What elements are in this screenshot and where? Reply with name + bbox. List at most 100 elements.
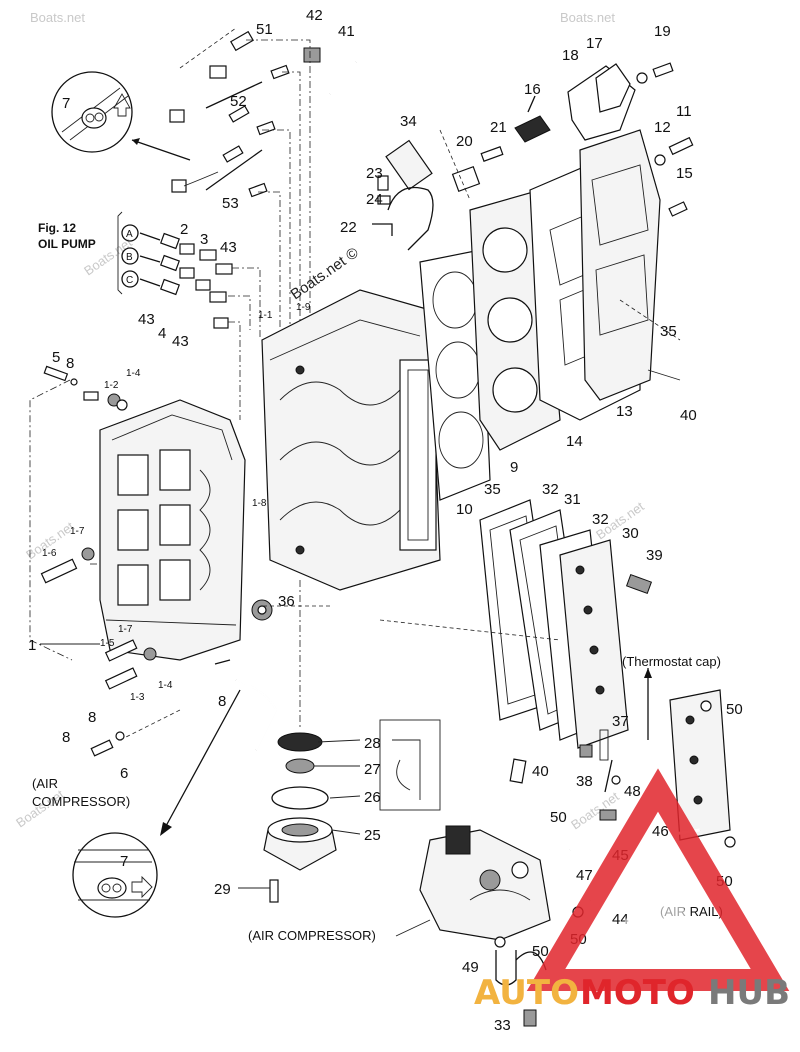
oil-line-a: A	[126, 229, 133, 240]
callout: 1	[28, 637, 36, 654]
callout: 16	[524, 81, 541, 98]
callout: 1-5	[100, 638, 115, 649]
callout: 7	[120, 853, 128, 870]
cylinder-block	[261, 289, 441, 591]
callout: 1-6	[42, 548, 57, 559]
callout: 50	[726, 701, 743, 718]
crankcase-bolts	[29, 365, 181, 757]
watermark: Boats.net	[30, 10, 85, 25]
watermark: Boats.net	[560, 10, 615, 25]
thermostat-cap-label: (Thermostat cap)	[622, 654, 721, 669]
oil-line-b: B	[126, 252, 133, 263]
callout: 15	[676, 165, 693, 182]
callout: 40	[532, 763, 549, 780]
thermostat-parts	[514, 62, 694, 217]
seal-36	[214, 599, 278, 751]
callout: 17	[586, 35, 603, 52]
callout: 4	[158, 325, 166, 342]
callout: 1-3	[130, 692, 145, 703]
oil-line-c: C	[126, 275, 133, 286]
sensor-parts	[372, 139, 504, 251]
callout: 41	[338, 23, 355, 40]
callout: 5	[52, 349, 60, 366]
callout: 51	[256, 21, 273, 38]
logo-text-hub: HUB	[708, 973, 790, 1013]
callout: 23	[366, 165, 383, 182]
callout: 8	[62, 729, 70, 746]
callout: 1-9	[296, 302, 311, 313]
callout: 31	[564, 491, 581, 508]
callout: 33	[494, 1017, 511, 1034]
callout: 11	[676, 103, 692, 120]
callout: 43	[138, 311, 155, 328]
callout: 47	[576, 867, 593, 884]
callout: 35	[660, 323, 677, 340]
callout: 46	[652, 823, 669, 840]
drive-assembly	[263, 580, 441, 903]
head-gasket	[419, 249, 491, 501]
callout: 21	[490, 119, 507, 136]
callout: 2	[180, 221, 188, 238]
callout: 52	[230, 93, 247, 110]
callout: 49	[462, 959, 479, 976]
figure-number: Fig. 12	[38, 221, 76, 235]
oil-pump-lines	[117, 211, 261, 420]
callout: 27	[364, 761, 381, 778]
head-cover	[579, 129, 661, 401]
callout: 43	[220, 239, 237, 256]
callout-labels: Fig. 12 OIL PUMP A B C 51 42 41 52 53 2 …	[28, 7, 743, 1034]
callout: 19	[654, 23, 671, 40]
air-compressor-label-bottom: (AIR COMPRESSOR)	[248, 928, 376, 943]
callout: 14	[566, 433, 583, 450]
callout: 1-4	[158, 680, 173, 691]
crankcase	[99, 399, 246, 661]
callout: 32	[592, 511, 609, 528]
logo-text-auto: AUTO	[474, 973, 579, 1013]
callout: 35	[484, 481, 501, 498]
callout: 13	[616, 403, 633, 420]
callout: 40	[680, 407, 697, 424]
callout: 7	[62, 95, 70, 112]
callout: 12	[654, 119, 671, 136]
callout: 53	[222, 195, 239, 212]
automotohub-logo: AUTO MOTO HUB	[474, 768, 790, 1013]
logo-text-moto: MOTO	[580, 973, 695, 1013]
callout: 42	[306, 7, 323, 24]
figure-title: OIL PUMP	[38, 237, 96, 251]
callout: 38	[576, 773, 593, 790]
callout: 10	[456, 501, 473, 518]
callout: 1-4	[126, 368, 141, 379]
callout: 8	[66, 355, 74, 372]
callout: 25	[364, 827, 381, 844]
callout: 6	[120, 765, 128, 782]
callout: 50	[532, 943, 549, 960]
leader-lines	[40, 129, 681, 937]
callout: 8	[88, 709, 96, 726]
callout: 1-7	[70, 526, 85, 537]
detail-circle-bottom	[72, 689, 241, 918]
callout: 50	[550, 809, 567, 826]
callout: 1-8	[252, 498, 267, 509]
air-compressor-label-left: (AIR	[32, 776, 58, 791]
oil-pump-fittings	[169, 27, 358, 420]
callout: 1-1	[258, 310, 273, 321]
callout: 43	[172, 333, 189, 350]
detail-circle-top	[51, 71, 191, 161]
exhaust-plates	[479, 499, 653, 749]
callout: 3	[200, 231, 208, 248]
callout: 1-2	[104, 380, 119, 391]
callout: 18	[562, 47, 579, 64]
callout: 28	[364, 735, 381, 752]
air-compressor	[419, 825, 551, 1027]
callout: 48	[624, 783, 641, 800]
callout: 9	[510, 459, 518, 476]
callout: 34	[400, 113, 417, 130]
callout: 22	[340, 219, 357, 236]
callout: 26	[364, 789, 381, 806]
callout: 29	[214, 881, 231, 898]
callout: 37	[612, 713, 629, 730]
callout: 32	[542, 481, 559, 498]
callout: 8	[218, 693, 226, 710]
callout: 24	[366, 191, 383, 208]
